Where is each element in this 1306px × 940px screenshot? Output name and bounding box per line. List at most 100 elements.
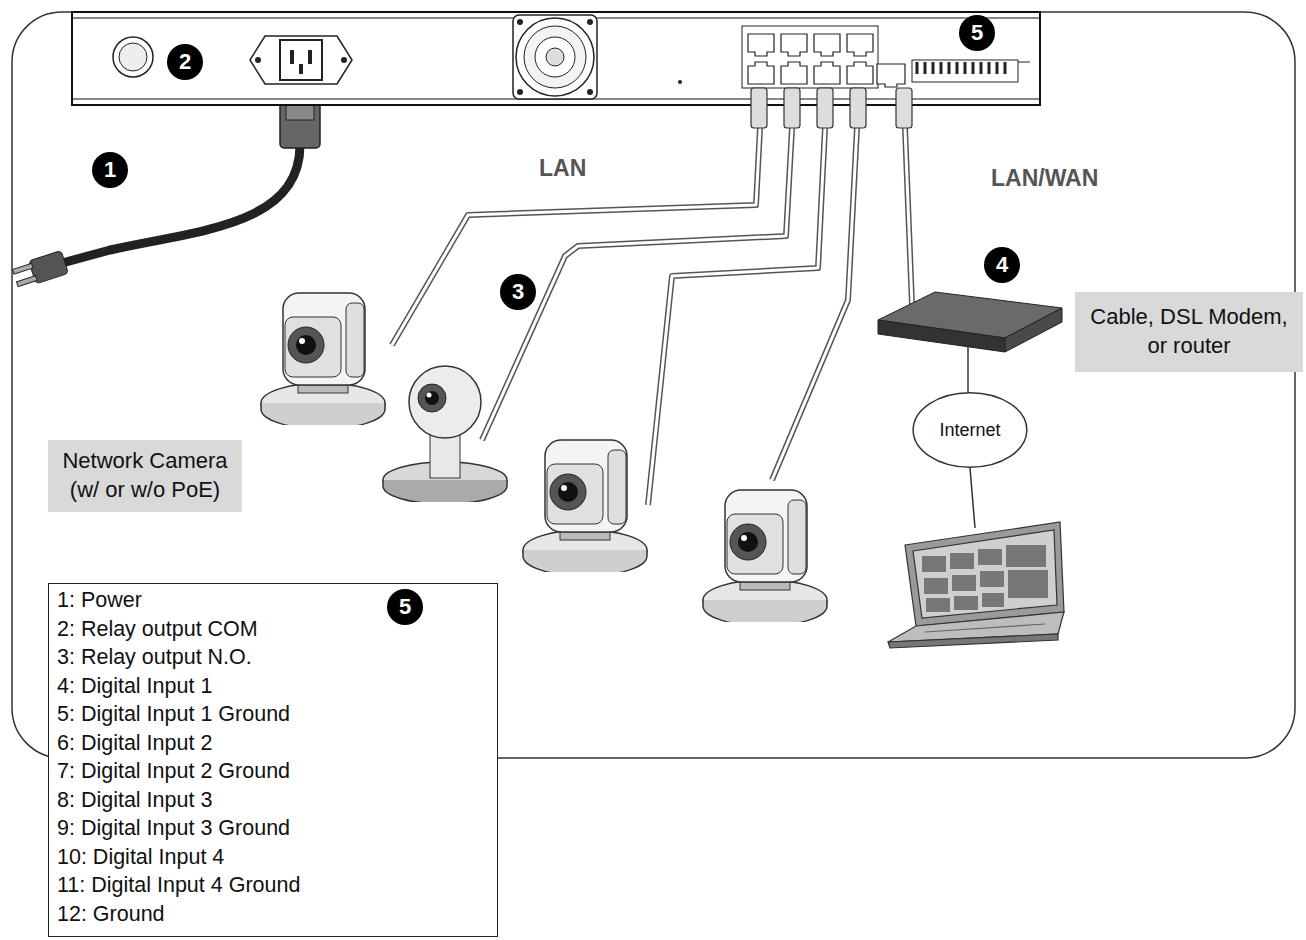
lan-cables — [648, 128, 825, 505]
lan-ports — [847, 34, 873, 56]
lan-cables — [850, 88, 866, 128]
laptop — [982, 593, 1004, 607]
pin-list-box: 1: Power2: Relay output COM3: Relay outp… — [48, 583, 498, 937]
nvr-device — [513, 15, 597, 99]
laptop — [888, 522, 1064, 648]
enclosure-outline — [12, 12, 1295, 758]
router-device — [878, 292, 1062, 352]
laptop — [926, 598, 950, 612]
lan-cables — [817, 88, 833, 128]
laptop — [980, 571, 1004, 587]
callout-number: 1 — [92, 152, 128, 188]
nvr-device — [280, 40, 322, 80]
network-label: LAN — [539, 155, 586, 182]
laptop — [1006, 545, 1046, 567]
nvr-device — [113, 37, 153, 77]
power-cord — [12, 263, 33, 274]
node-text: 3: Relay output N.O. — [57, 643, 489, 672]
nvr-device — [587, 89, 593, 95]
nvr-device — [516, 18, 594, 96]
lan-cables — [392, 128, 760, 345]
lan-ports — [814, 62, 840, 84]
laptop — [950, 553, 974, 569]
laptop — [922, 545, 1048, 612]
nvr-device — [742, 26, 878, 88]
nvr-device — [308, 50, 312, 64]
nvr-device — [524, 26, 586, 88]
nvr-device — [299, 64, 303, 74]
power-cord — [17, 276, 38, 287]
node-text: 9: Digital Input 3 Ground — [57, 814, 489, 843]
laptop — [925, 624, 1045, 632]
laptop — [913, 530, 1057, 618]
network-camera — [703, 490, 827, 626]
network-camera — [261, 293, 385, 429]
callout-number: 5 — [959, 15, 995, 51]
node-text: 7: Digital Input 2 Ground — [57, 757, 489, 786]
network-camera — [523, 440, 647, 576]
lan-cables — [392, 128, 760, 345]
lan-ports — [781, 34, 807, 56]
lan-cables — [392, 88, 912, 505]
power-cord — [12, 92, 320, 289]
power-cord — [55, 145, 300, 265]
nvr-device — [341, 57, 347, 63]
node-text: 6: Digital Input 2 — [57, 729, 489, 758]
lan-cables — [772, 128, 857, 480]
lan-cables — [896, 88, 912, 128]
laptop — [954, 596, 978, 610]
terminal-block — [1018, 62, 1030, 63]
wan-port — [877, 64, 905, 87]
node-text: Internet — [939, 420, 1000, 441]
node-text: Network Camera (w/ or w/o PoE) — [56, 447, 234, 504]
ellipse-outline — [913, 393, 1027, 467]
lan-cables — [905, 128, 912, 305]
terminal-block — [917, 62, 1005, 74]
nvr-device — [250, 36, 352, 84]
lan-ports — [781, 62, 807, 84]
router-device — [1005, 308, 1062, 352]
callout-number: 4 — [984, 247, 1020, 283]
lan-cables — [751, 88, 912, 128]
node-text: 8: Digital Input 3 — [57, 786, 489, 815]
network-camera — [383, 366, 507, 504]
lan-ports — [748, 34, 873, 84]
node-text: 10: Digital Input 4 — [57, 843, 489, 872]
nvr-device — [587, 19, 593, 25]
node-text: 4: Digital Input 1 — [57, 672, 489, 701]
lan-ports — [748, 34, 774, 56]
lan-cables — [784, 88, 800, 128]
nvr-device — [255, 57, 261, 63]
router-device — [878, 320, 1005, 352]
internet-links — [967, 346, 969, 392]
lan-cables — [905, 128, 912, 305]
lan-cables — [482, 128, 792, 440]
node-text: 12: Ground — [57, 900, 489, 929]
nvr-device — [678, 80, 682, 84]
lan-cables — [751, 88, 767, 128]
lan-cables — [482, 128, 792, 440]
laptop — [978, 549, 1002, 565]
laptop — [952, 575, 976, 591]
nvr-device — [290, 50, 294, 64]
nvr-device — [72, 12, 1040, 105]
callout-number: 3 — [500, 274, 536, 310]
terminal-block — [912, 60, 1018, 82]
terminal-block — [912, 60, 1030, 82]
lan-ports — [748, 62, 774, 84]
network-label: LAN/WAN — [991, 165, 1098, 192]
lan-cables — [772, 128, 857, 480]
nvr-device — [517, 19, 523, 25]
lan-ports — [847, 62, 873, 84]
laptop — [1008, 570, 1048, 598]
power-cord — [12, 251, 69, 290]
laptop — [922, 556, 946, 572]
nvr-device — [535, 37, 575, 77]
device-caption-box: Cable, DSL Modem, or router — [1075, 292, 1303, 372]
nvr-device — [119, 43, 147, 71]
nvr-device — [72, 12, 1040, 105]
lan-cables — [648, 128, 825, 505]
node-text: 1: Power — [57, 586, 489, 615]
